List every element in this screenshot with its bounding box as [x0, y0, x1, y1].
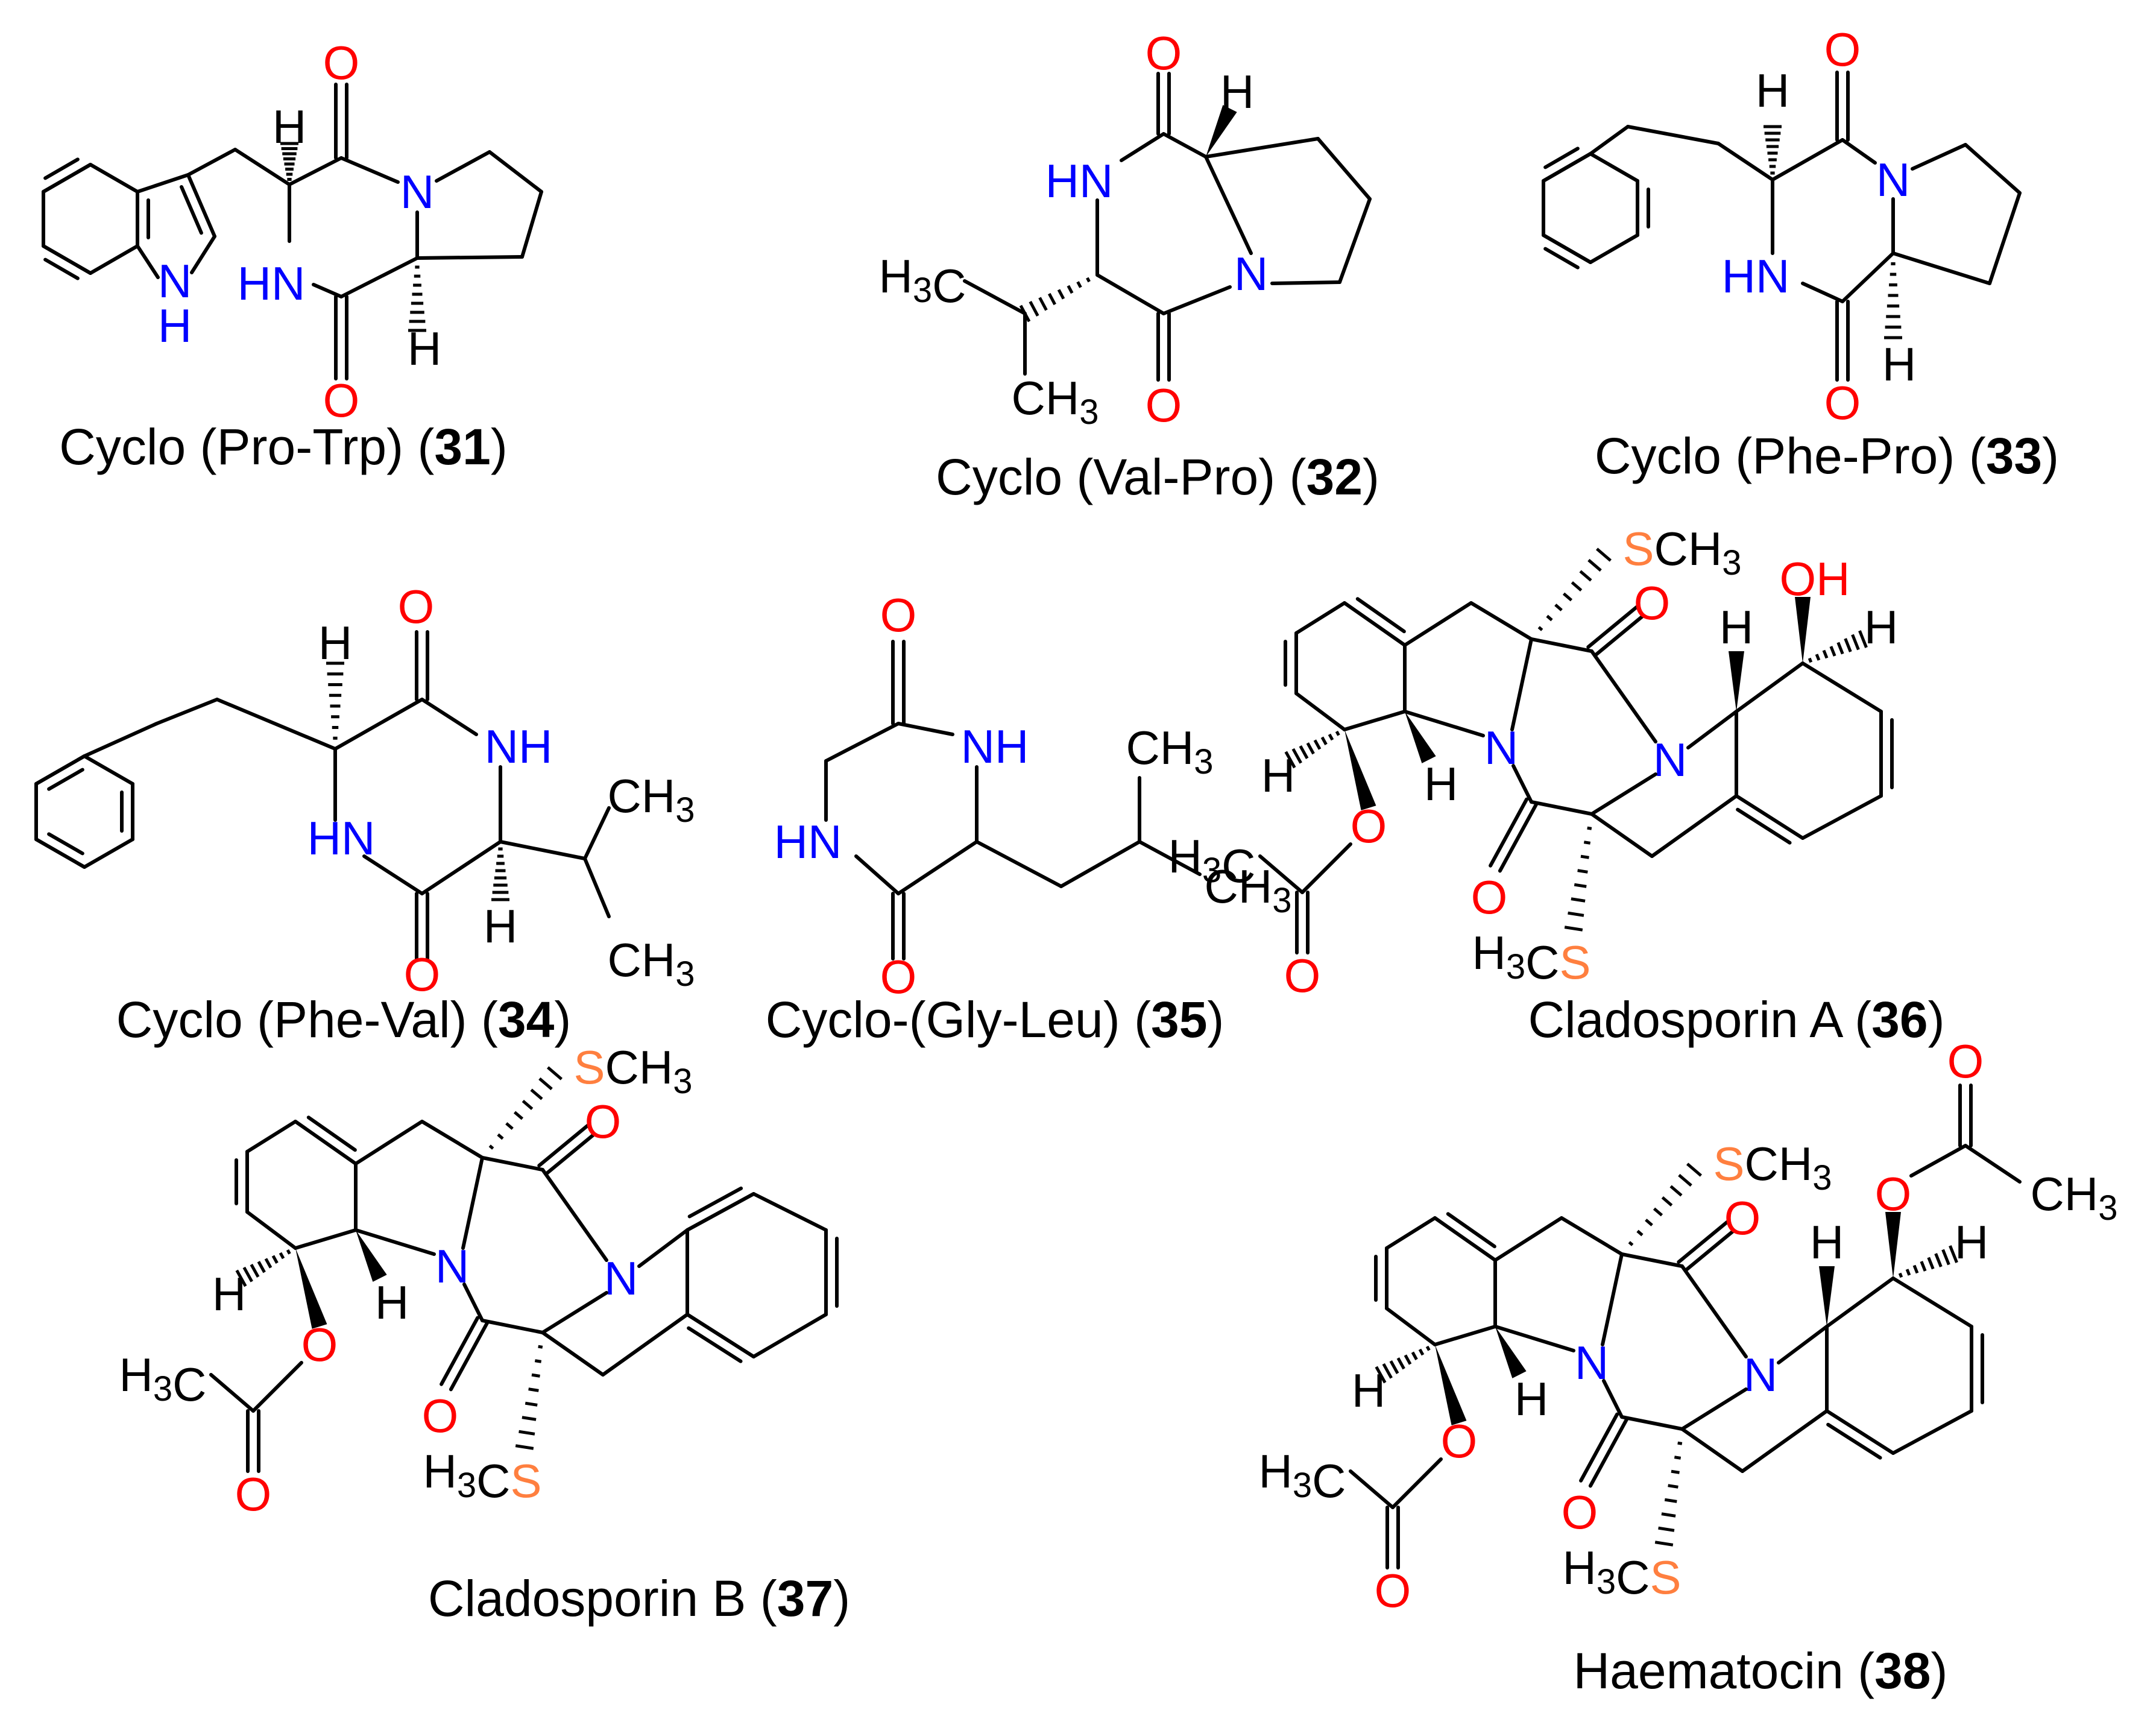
- structure-36-n2: N: [1653, 733, 1687, 786]
- structure-36-o-ac2: O: [1284, 949, 1321, 1002]
- compound-caption-37: Cladosporin B (37): [428, 1570, 850, 1627]
- ch3-35b: CH3: [1205, 860, 1292, 920]
- structure-38-sch3: SCH3: [1713, 1137, 1832, 1197]
- ch3-35a: CH3: [1126, 721, 1214, 781]
- h-32: H: [1220, 65, 1254, 118]
- ch3-34a: CH3: [608, 769, 695, 830]
- structure-38-h3c-ac: H3C: [1259, 1445, 1346, 1507]
- h-31a: H: [273, 100, 306, 153]
- h-33a: H: [1756, 64, 1789, 117]
- structure-38-h2: H: [1352, 1364, 1385, 1417]
- structure-36-o1: O: [1634, 576, 1671, 629]
- structure-36-o2: O: [1471, 871, 1508, 924]
- ch3-32: CH3: [1012, 371, 1099, 432]
- structure-38-o-ac4: O: [1947, 1035, 1984, 1088]
- structure-36-sch3: SCH3: [1623, 522, 1742, 582]
- structure-38-o-ac3: O: [1875, 1167, 1912, 1220]
- compound-caption-34: Cyclo (Phe-Val) (34): [116, 991, 572, 1048]
- hn-32: HN: [1045, 154, 1114, 207]
- o-33b: O: [1824, 376, 1861, 429]
- h3c-32: H3C: [879, 250, 966, 312]
- n-31: N: [400, 165, 434, 218]
- compound-caption-33: Cyclo (Phe-Pro) (33): [1595, 427, 2059, 484]
- nh-34: NH: [485, 720, 553, 773]
- structure-37-h1: H: [375, 1276, 409, 1329]
- n-32: N: [1234, 247, 1268, 300]
- structure-37-n2: N: [604, 1252, 638, 1305]
- h-34a: H: [318, 616, 352, 669]
- structure-38-o2: O: [1562, 1486, 1598, 1539]
- structure-38-h3: H: [1810, 1216, 1844, 1269]
- structure-38-ch3-ac2: CH3: [2031, 1167, 2118, 1228]
- n-33: N: [1876, 153, 1910, 206]
- o-33a: O: [1824, 23, 1861, 76]
- h-31b: H: [408, 322, 441, 375]
- structure-36-oh: OH: [1780, 552, 1850, 605]
- hn-33: HN: [1722, 250, 1790, 303]
- indole-n: N: [158, 254, 192, 308]
- structure-37-h3cs: H3CS: [423, 1445, 542, 1507]
- nh-35: NH: [961, 720, 1029, 773]
- structure-36-o-ac: O: [1351, 800, 1387, 853]
- compound-caption-36: Cladosporin A (36): [1528, 991, 1944, 1048]
- o-35a: O: [880, 588, 917, 642]
- o-32a: O: [1146, 27, 1182, 80]
- structure-37-sch3: SCH3: [574, 1041, 693, 1101]
- o-31a: O: [323, 36, 360, 89]
- structure-36-h1: H: [1424, 757, 1458, 810]
- o-35b: O: [880, 950, 917, 1003]
- o-31b: O: [323, 374, 360, 427]
- structure-37-o2: O: [422, 1389, 459, 1442]
- structure-38-h4: H: [1955, 1216, 1988, 1269]
- structure-36-h3c-ac: H3C: [1168, 830, 1256, 892]
- structure-36-h2: H: [1261, 749, 1295, 802]
- compound-caption-31: Cyclo (Pro-Trp) (31): [59, 418, 508, 475]
- indole-nh: H: [158, 299, 192, 352]
- compound-caption-35: Cyclo-(Gly-Leu) (35): [766, 991, 1225, 1048]
- structure-38-o-ac: O: [1441, 1415, 1478, 1468]
- structure-38-h1: H: [1515, 1372, 1548, 1425]
- compound-caption-32: Cyclo (Val-Pro) (32): [936, 449, 1379, 505]
- o-34a: O: [398, 580, 435, 633]
- structure-36-h4: H: [1864, 601, 1898, 654]
- hn-31: HN: [238, 257, 306, 310]
- ch3-34b: CH3: [608, 933, 695, 994]
- hn-35: HN: [774, 815, 842, 868]
- structure-36-h3: H: [1719, 601, 1753, 654]
- structure-38-o-ac2: O: [1375, 1564, 1411, 1617]
- o-32b: O: [1146, 379, 1182, 432]
- h-33b: H: [1882, 338, 1916, 391]
- structure-37-o-ac2: O: [235, 1468, 272, 1521]
- structure-38-n2: N: [1744, 1348, 1777, 1401]
- structure-37-h2: H: [212, 1267, 246, 1320]
- structure-37-h3c-ac: H3C: [119, 1348, 207, 1411]
- structure-37-o-ac: O: [301, 1318, 338, 1371]
- structure-37-o1: O: [585, 1095, 622, 1148]
- structure-38-o1: O: [1724, 1191, 1761, 1245]
- compound-caption-38: Haematocin (38): [1574, 1642, 1948, 1699]
- structure-38-h3cs: H3CS: [1563, 1541, 1682, 1604]
- hn-34: HN: [307, 812, 376, 865]
- o-34b: O: [404, 948, 441, 1001]
- structure-36-h3cs: H3CS: [1472, 926, 1591, 989]
- h-34b: H: [484, 900, 517, 953]
